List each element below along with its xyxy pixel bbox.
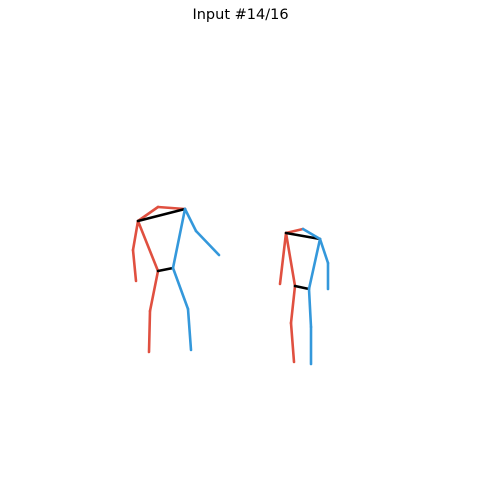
- skeleton-left-bone-left-side-0: [156, 205, 187, 211]
- skeleton-left-bone-left-side-4: [136, 219, 160, 273]
- skeleton-right-bone-left-side-3: [289, 284, 297, 325]
- skeleton-right: [278, 227, 330, 366]
- skeleton-right-bone-right-side-7: [301, 227, 322, 241]
- skeleton-left-bone-right-side-12: [171, 266, 190, 311]
- skeleton-left-bone-right-side-11: [171, 207, 187, 270]
- skeleton-left-bone-center-7: [136, 207, 187, 223]
- skeleton-layer: [131, 205, 330, 366]
- skeleton-left-bone-left-side-6: [147, 309, 152, 354]
- skeleton-left: [131, 205, 221, 354]
- skeleton-right-bone-right-side-8: [318, 237, 330, 265]
- skeleton-right-bone-right-side-11: [307, 287, 313, 329]
- skeleton-right-bone-center-6: [293, 284, 311, 291]
- skeleton-right-bone-right-side-10: [307, 237, 322, 291]
- skeleton-left-bone-right-side-9: [183, 207, 198, 233]
- skeleton-left-bone-left-side-1: [136, 205, 160, 223]
- plot-title: Input #14/16: [192, 7, 289, 23]
- skeleton-left-bone-left-side-5: [148, 269, 160, 313]
- skeleton-right-bone-left-side-1: [278, 231, 288, 286]
- skeleton-left-bone-right-side-13: [186, 307, 193, 352]
- skeleton-left-bone-left-side-2: [131, 219, 140, 252]
- skeleton-right-bone-center-5: [284, 231, 322, 241]
- skeleton-right-bone-left-side-2: [284, 231, 297, 288]
- skeleton-left-bone-right-side-10: [194, 229, 221, 257]
- skeleton-right-bone-left-side-4: [289, 321, 296, 364]
- skeleton-left-bone-left-side-3: [131, 248, 138, 283]
- skeleton-left-bone-center-8: [156, 266, 175, 273]
